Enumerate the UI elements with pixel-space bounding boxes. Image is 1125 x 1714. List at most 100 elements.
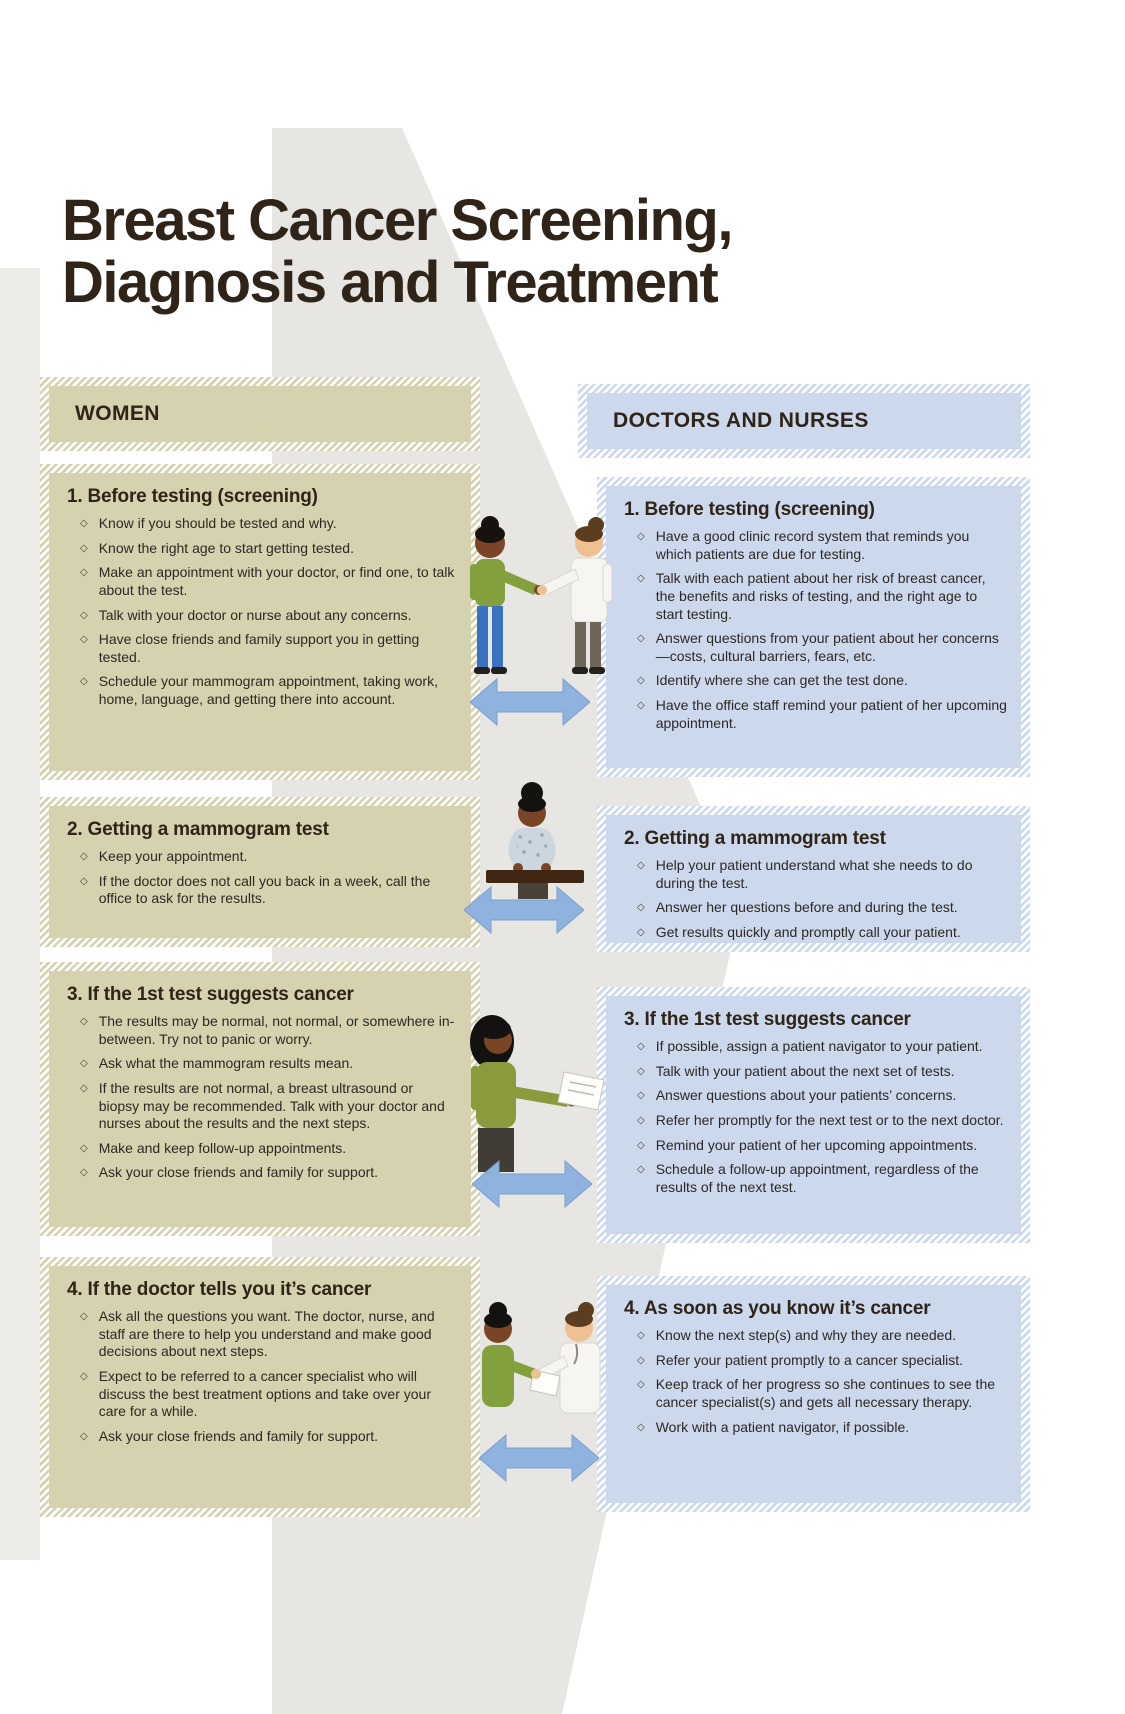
bullet-text: Expect to be referred to a cancer specia… — [98, 1367, 431, 1420]
doctors-header-label: DOCTORS AND NURSES — [613, 409, 869, 432]
diamond-bullet-icon: ◇ — [80, 1167, 88, 1179]
doctor-figure — [529, 1302, 601, 1414]
diamond-bullet-icon: ◇ — [637, 633, 645, 645]
bullet-text: Schedule your mammogram appointment, tak… — [98, 673, 438, 707]
diamond-bullet-icon: ◇ — [80, 518, 88, 529]
women-header-label: WOMEN — [75, 402, 160, 425]
diamond-bullet-icon: ◇ — [80, 1058, 88, 1070]
left-right-arrow-icon — [464, 885, 584, 935]
bullet-item: ◇ Expect to be referred to a cancer speci… — [80, 1368, 457, 1421]
bullet-text: If possible, assign a patient navigator … — [655, 1038, 983, 1054]
bullet-item: ◇ Have close friends and family support y… — [80, 631, 457, 666]
diamond-bullet-icon: ◇ — [80, 1082, 88, 1094]
mammogram-illustration — [486, 782, 584, 899]
left-right-arrow-icon — [472, 1159, 592, 1209]
bullet-item: ◇Make an appointment with your doctor, o… — [80, 564, 457, 599]
bullet-item: ◇ Schedule your mammogram appointment, ta… — [80, 673, 457, 708]
women-section-2: 2. Getting a mammogram test ◇Keep your a… — [40, 797, 480, 947]
bullet-text: Know the next step(s) and why they are n… — [655, 1327, 957, 1343]
bullet-item: ◇ If the doctor does not call you back in… — [80, 873, 457, 908]
bullet-item: ◇Schedule a follow-up appointment, regar… — [637, 1161, 1007, 1196]
bullet-item: ◇Make and keep follow-up appointments. — [80, 1140, 457, 1158]
bullet-list: ◇ Know if you should be tested and why. ◇K… — [67, 515, 457, 709]
diamond-bullet-icon: ◇ — [637, 1065, 645, 1077]
diamond-bullet-icon: ◇ — [80, 1142, 88, 1154]
bullet-item: ◇Keep your appointment. — [80, 848, 457, 866]
diamond-bullet-icon: ◇ — [637, 1379, 645, 1391]
bullet-item: ◇Answer questions from your patient abou… — [637, 630, 1007, 665]
diamond-bullet-icon: ◇ — [637, 902, 645, 914]
bullet-item: ◇Keep track of her progress so she conti… — [637, 1376, 1007, 1411]
bullet-text: Talk with your patient about the next se… — [655, 1062, 955, 1079]
bullet-list: ◇Ask all the questions you want. The doc… — [67, 1308, 457, 1445]
bullet-item: ◇ Work with a patient navigator, if possi… — [637, 1419, 1007, 1437]
diamond-bullet-icon: ◇ — [80, 1370, 88, 1382]
bullet-text: Help your patient understand what she ne… — [655, 857, 973, 891]
bullet-item: ◇ Answer her questions before and during … — [637, 899, 1007, 917]
bullet-item: ◇If the results are not normal, a breast… — [80, 1080, 457, 1133]
bullet-text: The results may be normal, not normal, o… — [98, 1013, 455, 1047]
diamond-bullet-icon: ◇ — [80, 1430, 88, 1442]
bullet-item: ◇Know the right age to start getting tes… — [80, 540, 457, 558]
diamond-bullet-icon: ◇ — [637, 1041, 645, 1052]
section-heading: 2. Getting a mammogram test — [624, 828, 886, 849]
bullet-item: ◇Refer your patient promptly to a cancer… — [637, 1352, 1007, 1370]
diamond-bullet-icon: ◇ — [80, 634, 88, 646]
diamond-bullet-icon: ◇ — [637, 1164, 645, 1176]
diamond-bullet-icon: ◇ — [637, 700, 645, 711]
bullet-item: ◇ Talk with your patient about the next s… — [637, 1063, 1007, 1081]
women-section-4: 4. If the doctor tells you it’s cancer ◇… — [40, 1257, 480, 1517]
bullet-text: Know if you should be tested and why. — [98, 515, 337, 531]
bullet-text: Talk with your doctor or nurse about any… — [98, 606, 412, 623]
bullet-item: ◇Talk with each patient about her risk o… — [637, 570, 1007, 623]
section-heading: 3. If the 1st test suggests cancer — [67, 984, 354, 1005]
bullet-text: If the doctor does not call you back in … — [98, 872, 431, 907]
diamond-bullet-icon: ◇ — [80, 609, 88, 621]
section-heading: 4. As soon as you know it’s cancer — [624, 1298, 931, 1319]
bullet-list: ◇ Know the next step(s) and why they are … — [624, 1327, 1007, 1436]
bullet-text: Ask your close friends and family for su… — [98, 1164, 379, 1181]
bullet-text: Get results quickly and promptly call yo… — [655, 923, 961, 940]
diamond-bullet-icon: ◇ — [80, 676, 88, 688]
bullet-text: Answer her questions before and during t… — [655, 899, 958, 916]
bullet-list: ◇ The results may be normal, not normal, … — [67, 1013, 457, 1182]
bullet-text: Have the office staff remind your patien… — [655, 697, 1007, 731]
doctors-section-3: 3. If the 1st test suggests cancer ◇If p… — [597, 987, 1030, 1243]
seated-patient-figure — [508, 782, 556, 873]
bullet-item: ◇Ask your close friends and family for s… — [80, 1428, 457, 1446]
bullet-text: Work with a patient navigator, if possib… — [655, 1418, 910, 1435]
bullet-item: ◇ Talk with your doctor or nurse about an… — [80, 607, 457, 625]
diamond-bullet-icon: ◇ — [637, 675, 645, 687]
page-title-line-2: Diagnosis and Treatment — [62, 250, 719, 316]
bullet-item: ◇ Have a good clinic record system that r… — [637, 528, 1007, 563]
diamond-bullet-icon: ◇ — [80, 1016, 88, 1027]
diamond-bullet-icon: ◇ — [637, 860, 645, 871]
bullet-text: Have close friends and family support yo… — [98, 631, 420, 665]
diamond-bullet-icon: ◇ — [80, 875, 88, 887]
bullet-text: Refer your patient promptly to a cancer … — [655, 1351, 964, 1368]
doctors-column-header: DOCTORS AND NURSES — [578, 384, 1030, 458]
bullet-item: ◇ Know if you should be tested and why. — [80, 515, 457, 533]
bullet-item: ◇ Ask your close friends and family for s… — [80, 1164, 457, 1182]
diamond-bullet-icon: ◇ — [637, 1090, 645, 1102]
bullet-item: ◇Refer her promptly for the next test or… — [637, 1112, 1007, 1130]
women-column-header: WOMEN — [40, 377, 480, 451]
results-letter-illustration — [470, 1015, 605, 1172]
bullet-text: Ask what the mammogram results mean. — [98, 1055, 354, 1072]
patient-figure — [470, 516, 544, 674]
section-heading: 1. Before testing (screening) — [624, 499, 875, 520]
left-right-arrow-icon — [470, 677, 590, 727]
bullet-text: Answer questions about your patients’ co… — [655, 1087, 957, 1104]
bullet-text: Identify where she can get the test done… — [655, 672, 908, 689]
bullet-text: Have a good clinic record system that re… — [655, 528, 970, 562]
bullet-list: ◇Keep your appointment. ◇ If the doctor do… — [67, 848, 457, 908]
bullet-item: ◇Know the next step(s) and why they are … — [637, 1327, 1007, 1345]
diamond-bullet-icon: ◇ — [637, 531, 645, 542]
bullet-item: ◇Ask all the questions you want. The doc… — [80, 1308, 457, 1361]
page-title: Breast Cancer Screening, Diagnosis and T… — [62, 189, 733, 316]
diamond-bullet-icon: ◇ — [637, 1421, 645, 1433]
bullet-item: ◇Get results quickly and promptly call y… — [637, 924, 1007, 942]
diamond-bullet-icon: ◇ — [637, 1139, 645, 1151]
bullet-list: ◇ Have a good clinic record system that r… — [624, 528, 1007, 732]
